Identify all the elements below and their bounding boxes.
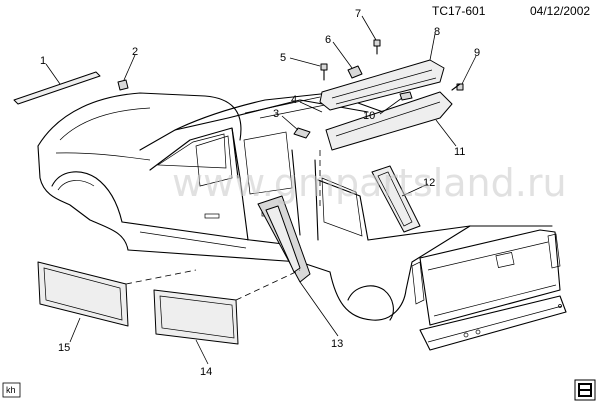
part-6-nut	[347, 65, 363, 79]
callout-14: 14	[200, 366, 212, 378]
part-5-bolt	[320, 63, 328, 81]
callout-15: 15	[58, 342, 70, 354]
callout-11: 11	[454, 146, 465, 158]
callout-4: 4	[291, 94, 297, 106]
diagram-date: 04/12/2002	[530, 4, 590, 18]
callout-9: 9	[474, 47, 480, 59]
part-1-molding	[13, 71, 101, 105]
part-7-screw	[373, 39, 381, 55]
callout-12: 12	[423, 177, 435, 189]
callout-10: 10	[363, 110, 375, 122]
code-box	[2, 382, 21, 398]
part-2-clip	[117, 79, 129, 91]
diagram-code: TC17-601	[432, 4, 486, 18]
callout-1: 1	[40, 55, 46, 67]
part-14-molding	[153, 289, 239, 345]
part-11-trim	[325, 91, 453, 151]
callout-2: 2	[132, 46, 138, 58]
part-15-molding	[37, 261, 129, 327]
callout-7: 7	[355, 8, 361, 20]
part-10-clip	[399, 91, 413, 101]
callout-5: 5	[280, 52, 286, 64]
watermark: www.gmpartsland.ru	[172, 161, 567, 205]
gm-spo-logo	[574, 379, 596, 401]
callout-6: 6	[325, 34, 331, 46]
corner-code: kh	[6, 385, 16, 395]
part-12-window	[371, 165, 421, 233]
callout-13: 13	[331, 338, 343, 350]
part-9-screw	[451, 83, 464, 91]
callout-3: 3	[273, 108, 279, 120]
callout-8: 8	[434, 26, 440, 38]
part-3-fastener	[293, 127, 311, 139]
